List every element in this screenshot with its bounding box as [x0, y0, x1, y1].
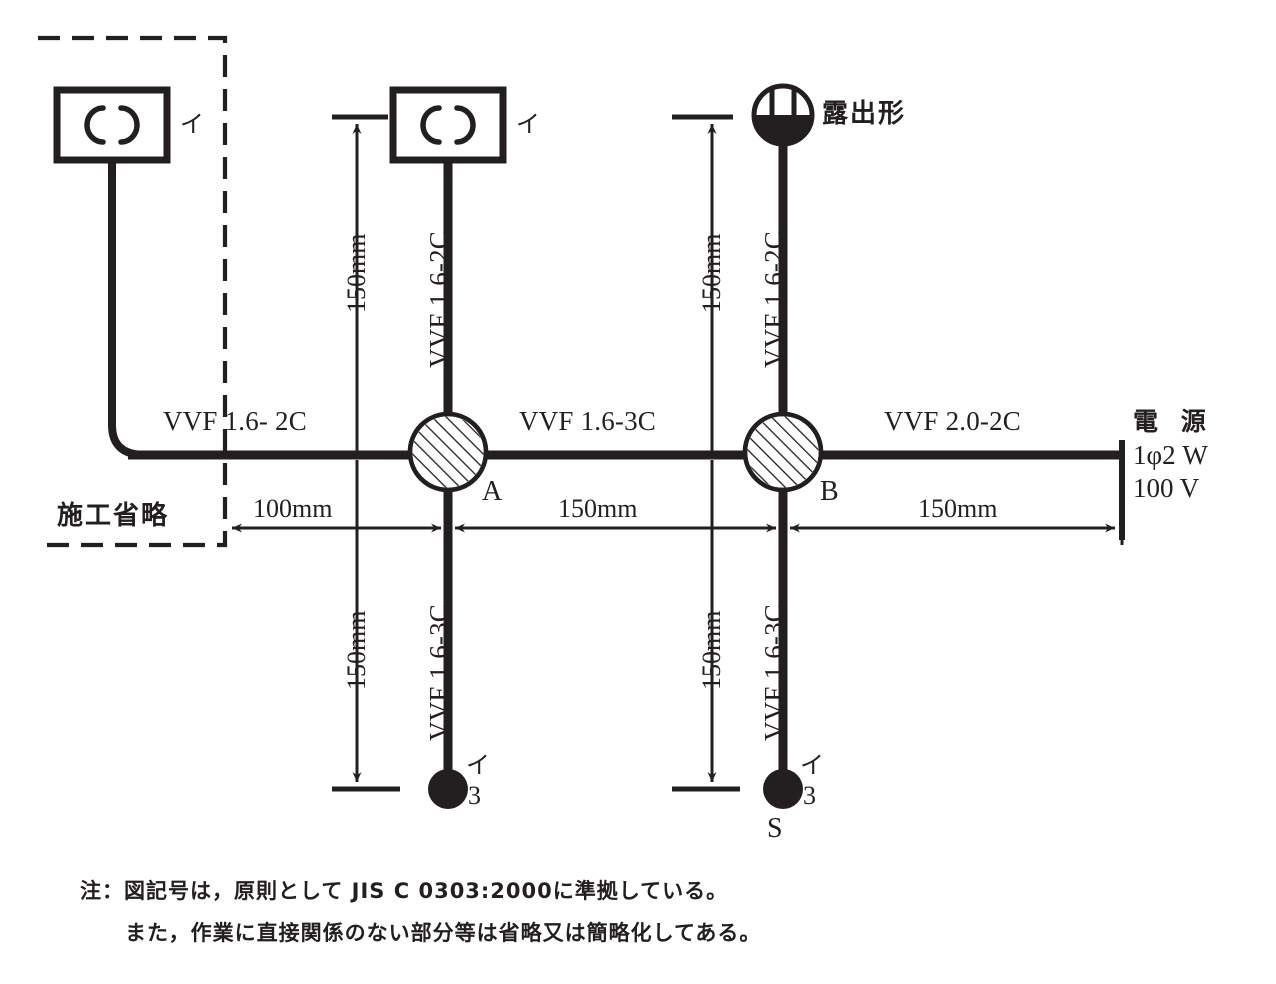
- lamp-left-mark: イ: [180, 110, 204, 138]
- switch-a-pole: 3: [468, 781, 481, 810]
- junction-box-a-label: A: [482, 476, 503, 507]
- dimension-label-150mm-up-a: 150mm: [342, 233, 371, 313]
- cable-label-down-b: VVF 1.6-3C: [759, 603, 789, 741]
- power-source-title: 電 源: [1133, 407, 1213, 436]
- lamp-center-mark: イ: [516, 110, 540, 138]
- junction-box-b-label: B: [820, 476, 839, 507]
- switch-a[interactable]: [428, 769, 468, 809]
- junction-box-a[interactable]: [407, 411, 489, 493]
- dimension-extension-lines: [446, 460, 1124, 545]
- switch-b-pole: 3: [803, 781, 816, 810]
- receptacle-exposed-right[interactable]: [751, 83, 815, 147]
- switch-b-mark: イ: [800, 751, 824, 779]
- note-line-2: また，作業に直接関係のない部分等は省略又は簡略化してある。: [125, 921, 762, 945]
- cable-label-right: VVF 2.0-2C: [884, 406, 1022, 436]
- dimension-label-150mm-middle: 150mm: [558, 494, 638, 523]
- exposed-type-label: 露出形: [822, 99, 907, 129]
- ceiling-lamp-left[interactable]: [53, 86, 171, 164]
- power-source-voltage: 100 V: [1133, 473, 1200, 503]
- power-source-phase: 1φ2 W: [1133, 440, 1208, 470]
- dimension-down-b: [672, 460, 740, 792]
- switch-b[interactable]: [763, 769, 803, 809]
- note-line-1: 注：図記号は，原則として JIS C 0303:2000に準拠している。: [80, 879, 729, 903]
- riser-lines: [443, 140, 788, 790]
- dimension-label-150mm-down-a: 150mm: [342, 610, 371, 690]
- cable-label-middle: VVF 1.6-3C: [519, 406, 657, 436]
- cable-label-left: VVF 1.6- 2C: [163, 406, 307, 436]
- dimension-label-150mm-down-b: 150mm: [697, 610, 726, 690]
- switch-b-pilot: S: [767, 813, 783, 844]
- dimension-down-a: [332, 460, 400, 792]
- junction-box-b[interactable]: [742, 411, 824, 493]
- dimension-up-b: [672, 114, 733, 455]
- cable-label-up-b: VVF 1.6-2C: [759, 230, 789, 368]
- cable-label-down-a: VVF 1.6-3C: [424, 603, 454, 741]
- cable-label-up-a: VVF 1.6-2C: [424, 230, 454, 368]
- omitted-area-label: 施工省略: [57, 501, 170, 531]
- dimension-label-100mm: 100mm: [253, 494, 333, 523]
- switch-a-mark: イ: [466, 751, 490, 779]
- left-lamp-branch-line: [108, 160, 240, 459]
- dimension-label-150mm-right: 150mm: [918, 494, 998, 523]
- ceiling-lamp-center[interactable]: [389, 86, 507, 164]
- dimension-up-a: [332, 114, 388, 455]
- dimension-label-150mm-up-b: 150mm: [697, 233, 726, 313]
- omitted-construction-boundary: [38, 35, 228, 548]
